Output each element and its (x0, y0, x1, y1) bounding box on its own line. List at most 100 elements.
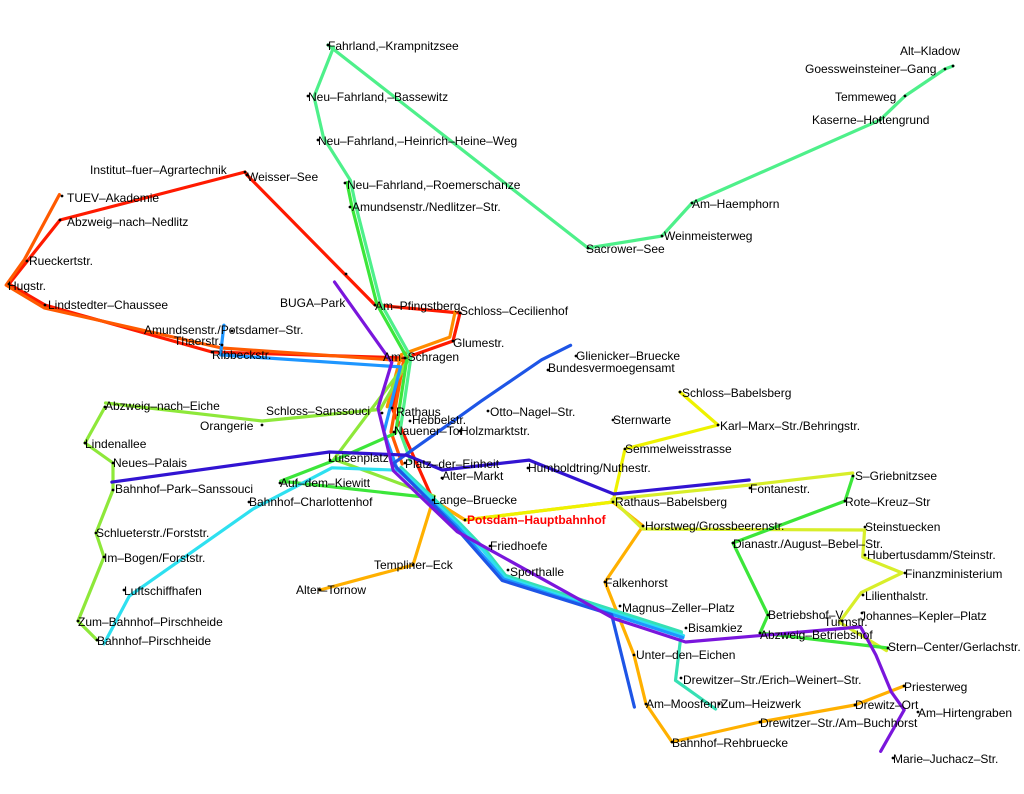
station-dot-priesterweg (902, 684, 906, 688)
station-dot-friedhoefe (488, 544, 492, 548)
station-label-betriebshof-v: Betriebshof–V (768, 608, 843, 622)
station-dot-schloss-cecilienhof (458, 311, 462, 315)
station-label-bisamkiez: Bisamkiez (688, 621, 743, 635)
station-label-rote-kreuz-str: Rote–Kreuz–Str (845, 495, 930, 509)
station-dot-schloss-babelsberg (678, 390, 682, 394)
station-dot-drewitz-ort (853, 703, 857, 707)
station-label-bundesvermoegensamt: Bundesvermoegensamt (548, 361, 675, 375)
station-label-rueckertstr: Rueckertstr. (29, 254, 93, 268)
station-dot-lange-bruecke (431, 498, 435, 502)
station-label-potsdam-hauptbahnhof: Potsdam–Hauptbahnhof (467, 513, 607, 527)
station-label-am-pfingstberg: Am–Pfingstberg (375, 299, 460, 313)
route-line-spring-green (312, 45, 413, 463)
station-dot-orangerie (260, 423, 264, 427)
station-label-unter-den-eichen: Unter–den–Eichen (636, 648, 735, 662)
station-label-tuev-akademie: TUEV–Akademie (67, 191, 159, 205)
station-dot-falkenhorst (603, 580, 607, 584)
station-dot-amundsenstr-potsdamer (230, 329, 234, 333)
station-dot-weinmeisterweg (660, 234, 664, 238)
station-label-friedhoefe: Friedhoefe (490, 539, 548, 553)
station-label-platz-der-einheit: Platz–der–Einheit (405, 457, 500, 471)
station-label-stern-center-gerlachstr: Stern–Center/Gerlachstr. (888, 640, 1021, 654)
station-dot-neu-fahrland-roemerschanze (343, 181, 347, 185)
route-line-green-east (731, 474, 890, 650)
station-dot-glienicker-bruecke (574, 354, 578, 358)
station-dot-johannes-kepler-platz (860, 611, 864, 615)
station-label-semmelweisstrasse: Semmelweisstrasse (625, 442, 732, 456)
station-label-otto-nagel-str: Otto–Nagel–Str. (490, 405, 575, 419)
station-label-am-moosfenn: Am–Moosfenn (646, 697, 723, 711)
station-dot-abzweig-nedlitz (58, 218, 62, 222)
station-label-schloss-cecilienhof: Schloss–Cecilienhof (460, 304, 569, 318)
station-dot-humboldtring-nuthestr (526, 466, 530, 470)
station-dot-bahnhof-charlottenhof (247, 500, 251, 504)
station-dot-rathaus-babelsberg (611, 500, 615, 504)
station-dot-rueckertstr (25, 259, 29, 263)
station-dot-bahnhof-park-sanssouci (111, 488, 115, 492)
station-dot-holzmarktstr (458, 429, 462, 433)
station-label-bahnhof-rehbruecke: Bahnhof–Rehbruecke (672, 736, 788, 750)
station-dot-drewitzer-weinert-str (679, 676, 683, 680)
station-dot-hebbelstr (408, 419, 412, 423)
station-dot-nauener-tor (392, 430, 396, 434)
station-label-sacrower-see: Sacrower–See (586, 242, 665, 256)
station-label-dianastr-bebel-str: Dianastr./August–Bebel–Str. (733, 537, 883, 551)
station-dot-fontanestr (748, 486, 752, 490)
station-label-zum-heizwerk: Zum–Heizwerk (721, 697, 802, 711)
station-label-luisenplatz: Luisenplatz (328, 451, 389, 465)
route-line-lime-center (103, 359, 436, 498)
station-label-hubertusdamm-steinstr: Hubertusdamm/Steinstr. (867, 548, 996, 562)
station-dot-institut-agrartechnik (243, 170, 247, 174)
station-label-am-haemphorn: Am–Haemphorn (692, 197, 779, 211)
station-label-schluterstr-forststr: Schlueterstr./Forststr. (96, 526, 209, 540)
station-label-abzweig-eiche: Abzweig–nach–Eiche (105, 399, 220, 413)
station-dot-magnus-zeller-platz (618, 604, 622, 608)
station-label-s-griebnitzsee: S–Griebnitzsee (855, 469, 937, 483)
station-label-weinmeisterweg: Weinmeisterweg (664, 229, 752, 243)
route-line-spring-green-kladow (326, 43, 955, 250)
station-label-orangerie: Orangerie (200, 419, 254, 433)
station-dot-potsdam-hauptbahnhof (463, 518, 467, 522)
station-dot-bahnhof-pirschheide (95, 638, 99, 642)
station-label-temmeweg: Temmeweg (835, 90, 896, 104)
station-dot-luftschiffhafen (122, 588, 126, 592)
station-dot-luisenplatz (328, 458, 332, 462)
station-label-falkenhorst: Falkenhorst (605, 576, 668, 590)
station-dot-am-pfingstberg (373, 303, 377, 307)
station-dot-auf-dem-kiewitt (278, 481, 282, 485)
station-dot-weisser-see (245, 173, 249, 177)
station-dot-rathaus (390, 406, 394, 410)
station-dot-goessweinsteiner-gang (943, 67, 947, 71)
station-dot-finanzministerium (903, 571, 907, 575)
station-dot-hubertusdamm-steinstr (863, 553, 867, 557)
station-label-neu-fahrland-bassewitz: Neu–Fahrland,–Bassewitz (308, 90, 448, 104)
station-label-alt-kladow: Alt–Kladow (900, 44, 960, 58)
station-dot-abzweig-eiche (103, 405, 107, 409)
station-label-schloss-sanssouci: Schloss–Sanssouci (266, 404, 370, 418)
station-label-marie-juchacz-str: Marie–Juchacz–Str. (893, 752, 998, 766)
station-dot-tuev-akademie (60, 194, 64, 198)
station-label-nauener-tor: Nauener–Tor (394, 424, 463, 438)
station-label-finanzministerium: Finanzministerium (905, 567, 1002, 581)
station-dot-rote-kreuz-str (843, 499, 847, 503)
station-dot-bisamkiez (684, 626, 688, 630)
station-dot-buga-park (344, 272, 348, 276)
station-dot-alter-tornow (318, 588, 322, 592)
station-label-luftschiffhafen: Luftschiffhafen (124, 584, 202, 598)
station-dot-ribbeckstr (210, 350, 214, 354)
station-label-lilienthalstr: Lilienthalstr. (865, 589, 928, 603)
station-dot-am-moosfenn (644, 702, 648, 706)
station-dot-zum-bahnhof-pirschheide (76, 619, 80, 623)
station-label-kaserne-hottengrund: Kaserne–Hottengrund (812, 113, 929, 127)
route-line-green (279, 181, 435, 500)
station-dot-hugstr (7, 282, 11, 286)
route-line-yellow-green (610, 471, 904, 653)
station-dot-templiner-eck (411, 563, 415, 567)
station-dot-abzweig-betriebshof (758, 631, 762, 635)
station-dot-steinstuecken (863, 525, 867, 529)
route-line-orange-red (4, 193, 406, 466)
station-label-auf-dem-kiewitt: Auf–dem–Kiewitt (280, 476, 371, 490)
station-label-im-bogen-forststr: Im–Bogen/Forststr. (104, 551, 205, 565)
station-label-rathaus-babelsberg: Rathaus–Babelsberg (615, 495, 727, 509)
station-label-templiner-eck: Templiner–Eck (374, 558, 454, 572)
